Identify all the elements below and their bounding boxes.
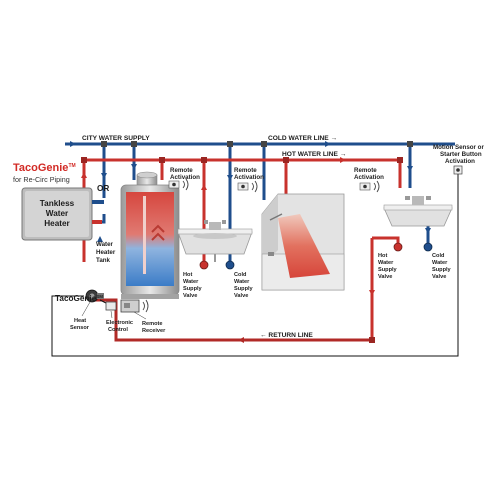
heat-sensor-leader [81, 301, 91, 317]
remote-activation-2 [237, 180, 258, 193]
hot-valve-label-3: Supply [183, 286, 203, 292]
remote-receiver [120, 299, 149, 313]
remote-activation-1-label-2: Activation [170, 174, 200, 181]
remote-receiver-label-2: Receiver [142, 328, 166, 334]
cold-valve-2-label-4: Valve [432, 274, 446, 280]
hot-valve-2-label-4: Valve [378, 274, 392, 280]
shower-tub [261, 193, 345, 291]
city-water-supply-label: CITY WATER SUPPLY [82, 135, 150, 142]
tacogenie-pump [85, 289, 104, 303]
cold-valve-label-1: Cold [234, 272, 247, 278]
cold-valve-label-4: Valve [234, 293, 248, 299]
hot-water-line-label: HOT WATER LINE → [282, 151, 346, 158]
electronic-control-label-1: Electronic [106, 320, 133, 326]
tankless-label-2: Water [46, 209, 69, 218]
control-leader [110, 310, 113, 319]
pipe-joints [81, 141, 413, 343]
receiver-leader [133, 311, 147, 320]
water-heater-tank [120, 171, 180, 299]
heat-sensor-label-2: Sensor [70, 325, 90, 331]
cold-water-pipes [65, 142, 455, 262]
tankless-label-3: Heater [44, 219, 70, 228]
sink-left [177, 220, 253, 262]
cold-valve-label-3: Supply [234, 286, 254, 292]
remote-activation-2-label-2: Activation [234, 174, 264, 181]
remote-activation-1 [168, 178, 189, 191]
tankless-water-heater: Tankless Water Heater [21, 187, 104, 241]
hot-valve-2-label-1: Hot [378, 253, 387, 259]
motion-sensor [453, 165, 463, 175]
brand-subtitle: for Re-Circ Piping [13, 175, 70, 184]
remote-activation-3 [359, 180, 380, 193]
motion-sensor-label-3: Activation [445, 158, 475, 165]
electronic-control-label-2: Control [108, 327, 128, 333]
hot-valve-2-label-2: Water [378, 260, 394, 266]
tankless-label-1: Tankless [40, 199, 75, 208]
cold-valve-2-label-1: Cold [432, 253, 445, 259]
motion-sensor-label-2: Starter Button [440, 151, 482, 158]
flow-arrows [70, 141, 431, 343]
heat-sensor-label-1: Heat [74, 318, 86, 324]
tank-label-1: Water [96, 241, 114, 248]
hot-valve-label-1: Hot [183, 272, 192, 278]
cold-valve-label-2: Water [234, 279, 250, 285]
tank-label-3: Tank [96, 257, 111, 264]
remote-activation-3-label-2: Activation [354, 174, 384, 181]
remote-activation-3-label-1: Remote [354, 167, 377, 174]
sink-right [383, 196, 453, 227]
tank-label-2: Heater [96, 249, 116, 256]
sink-left-valves [199, 260, 235, 270]
remote-activation-2-label-1: Remote [234, 167, 257, 174]
remote-activation-1-label-1: Remote [170, 167, 193, 174]
cold-valve-2-label-2: Water [432, 260, 448, 266]
tacogenie-sm-label: TacoGenieSM [55, 294, 103, 303]
return-line-label: ← RETURN LINE [260, 332, 313, 339]
cold-water-line-label: COLD WATER LINE → [268, 135, 337, 142]
sink-right-valves [393, 242, 433, 252]
hot-valve-label-2: Water [183, 279, 199, 285]
electronic-control [105, 301, 117, 311]
or-label: OR [97, 184, 109, 193]
brand-title: TacoGenieTM [13, 162, 76, 174]
hot-water-pipes [82, 158, 402, 340]
motion-sensor-label-1: Motion Sensor or [433, 144, 484, 151]
hot-valve-label-4: Valve [183, 293, 197, 299]
remote-receiver-label-1: Remote [142, 321, 163, 327]
cold-valve-2-label-3: Supply [432, 267, 452, 273]
hot-valve-2-label-3: Supply [378, 267, 398, 273]
